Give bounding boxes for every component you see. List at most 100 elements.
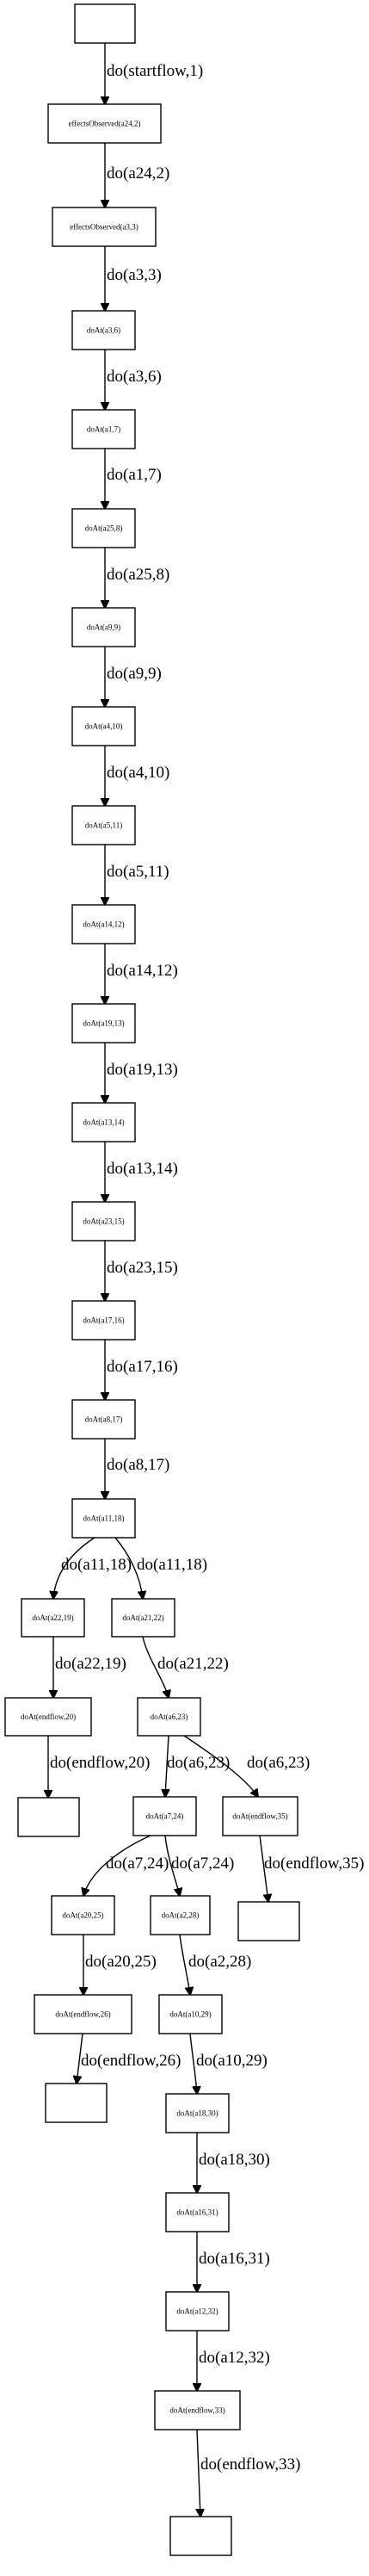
edge-e5: do(a25,8) (105, 548, 169, 608)
edge-e26: do(a2,28) (179, 1934, 251, 1995)
node-box (71, 1201, 136, 1242)
node-label: doAt(a7,24) (146, 1812, 184, 1821)
node-box (71, 1003, 136, 1043)
node-label: doAt(a21,22) (122, 1613, 163, 1622)
node-box (169, 2516, 232, 2556)
edge-e13: do(a17,16) (105, 1340, 178, 1400)
node-n27: doAt(a10,29) (158, 1994, 223, 2034)
node-label: doAt(a20,25) (62, 1911, 103, 1920)
node-n23: doAt(a20,25) (51, 1895, 115, 1935)
edge-label: do(a5,11) (107, 863, 169, 881)
node-box (34, 1994, 132, 2034)
edge-label: do(a21,22) (157, 1655, 229, 1673)
edge-label: do(endflow,20) (50, 1754, 150, 1772)
edge-arrow (183, 1735, 258, 1797)
edge-e17: do(a22,19) (53, 1637, 126, 1698)
node-n14: doAt(a8,17) (71, 1399, 136, 1440)
edge-label: do(a4,10) (107, 764, 169, 782)
edge-e7: do(a4,10) (105, 746, 169, 806)
node-box (165, 2093, 230, 2133)
node-n15: doAt(a11,18) (71, 1498, 136, 1539)
node-label: doAt(a10,29) (169, 2010, 211, 2019)
edge-e30: do(a16,31) (197, 2232, 270, 2292)
node-label: doAt(endflow,26) (55, 2010, 110, 2019)
node-box (71, 1300, 136, 1341)
edge-label: do(endflow,35) (264, 1855, 364, 1873)
edge-label: do(a13,14) (107, 1160, 178, 1178)
edge-label: do(a14,12) (107, 962, 178, 980)
node-n8: doAt(a5,11) (71, 805, 136, 845)
edge-label: do(a25,8) (107, 566, 169, 584)
node-n29: doAt(a18,30) (165, 2093, 230, 2133)
node-n22: doAt(endflow,35) (222, 1796, 298, 1836)
edge-label: do(a12,32) (199, 2349, 270, 2367)
node-label: doAt(a12,32) (176, 2307, 218, 2316)
node-box (132, 1796, 197, 1836)
node-label: effectsObserved(a24,2) (68, 120, 140, 128)
nodes-layer: effectsObserved(a24,2)effectsObserved(a3… (4, 3, 300, 2556)
node-n26: doAt(endflow,26) (34, 1994, 132, 2034)
edge-label: do(a16,31) (199, 2250, 270, 2268)
edge-label: do(a10,29) (196, 2052, 268, 2070)
node-n30: doAt(a16,31) (165, 2192, 230, 2232)
node-box (237, 1901, 300, 1941)
node-box (165, 2291, 230, 2331)
edge-label: do(a23,15) (107, 1259, 178, 1277)
node-n11: doAt(a13,14) (71, 1102, 136, 1142)
edge-arrow (83, 1835, 151, 1896)
edge-arrow (197, 2429, 200, 2517)
node-label: doAt(a16,31) (176, 2208, 218, 2217)
node-box (74, 3, 136, 44)
node-n3: doAt(a3,6) (71, 310, 136, 350)
edge-label: do(a11,18) (137, 1556, 207, 1574)
node-n12: doAt(a23,15) (71, 1201, 136, 1242)
node-n16: doAt(a22,19) (21, 1598, 85, 1638)
node-box (71, 706, 136, 746)
edge-arrow (164, 1835, 180, 1896)
node-label: doAt(a25,8) (85, 524, 123, 533)
edge-label: do(a6,23) (247, 1754, 310, 1772)
edge-e2: do(a3,3) (105, 246, 162, 311)
edge-label: do(a2,28) (188, 1953, 251, 1971)
edge-e22: do(a7,24) (83, 1835, 169, 1896)
edge-label: do(a7,24) (171, 1855, 234, 1873)
edge-arrow (114, 1537, 143, 1599)
edge-label: do(a24,2) (107, 164, 169, 183)
node-label: doAt(endflow,20) (21, 1712, 76, 1721)
node-label: doAt(a4,10) (85, 722, 123, 731)
node-box (71, 904, 136, 944)
node-label: doAt(a5,11) (85, 821, 122, 830)
node-box (154, 2390, 241, 2430)
node-label: doAt(a9,9) (87, 623, 120, 632)
node-n17: doAt(a21,22) (111, 1598, 175, 1638)
edge-e21: do(a6,23) (183, 1735, 310, 1797)
node-box (51, 1895, 115, 1935)
node-label: doAt(a19,13) (83, 1019, 124, 1028)
node-box (52, 207, 157, 247)
node-box (45, 2083, 108, 2123)
edge-arrow (179, 1934, 190, 1995)
edge-e31: do(a12,32) (197, 2331, 270, 2391)
edge-label: do(a11,18) (61, 1556, 132, 1574)
edge-e27: do(endflow,26) (77, 2033, 181, 2084)
edge-e8: do(a5,11) (105, 845, 169, 905)
node-box (21, 1598, 85, 1638)
edge-e11: do(a13,14) (105, 1142, 178, 1202)
edge-e3: do(a3,6) (105, 350, 162, 410)
node-n7: doAt(a4,10) (71, 706, 136, 746)
node-box (222, 1796, 298, 1836)
node-n25 (237, 1901, 300, 1941)
edge-label: do(startflow,1) (107, 62, 203, 80)
edge-e10: do(a19,13) (105, 1043, 178, 1103)
edge-label: do(endflow,33) (200, 2455, 300, 2474)
node-n21: doAt(a7,24) (132, 1796, 197, 1836)
edge-e18: do(a21,22) (142, 1636, 229, 1698)
node-box (71, 1102, 136, 1142)
edge-label: do(a18,30) (199, 2151, 270, 2169)
node-n28 (45, 2083, 108, 2123)
node-box (71, 508, 136, 548)
node-box (71, 1498, 136, 1539)
node-box (165, 2192, 230, 2232)
edge-e4: do(a1,7) (105, 449, 162, 509)
edge-arrow (165, 1735, 169, 1797)
